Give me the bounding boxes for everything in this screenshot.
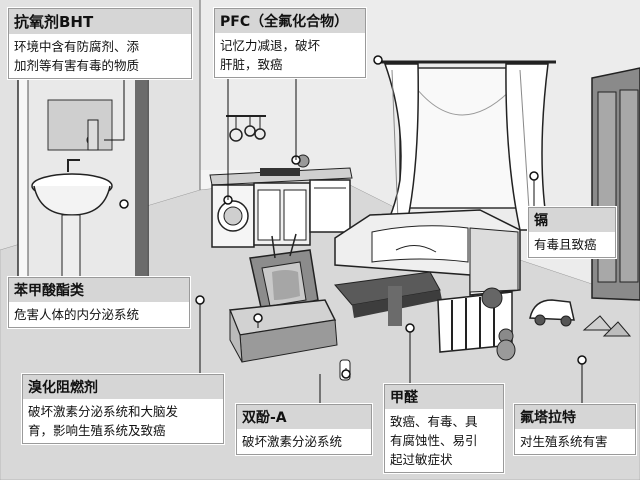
- callout-description: 破坏激素分泌系统: [242, 434, 343, 449]
- callout-formaldehyde: 甲醛 致癌、有毒、具 有腐蚀性、易引 起过敏症状: [384, 384, 504, 473]
- callout-title: 溴化阻燃剂: [23, 375, 223, 399]
- callout-title: PFC（全氟化合物）: [215, 9, 365, 33]
- callout-phthalate: 氟塔拉特 对生殖系统有害: [514, 404, 636, 455]
- callout-title: 苯甲酸酯类: [9, 278, 189, 302]
- callout-title: 抗氧剂BHT: [9, 9, 191, 34]
- callout-description: 有毒且致癌: [534, 237, 597, 252]
- callout-description: 破坏激素分泌系统和大脑发 育，影响生殖系统及致癌: [28, 404, 179, 438]
- callout-title: 镉: [529, 208, 615, 232]
- callout-description: 对生殖系统有害: [520, 434, 608, 449]
- callout-benzoate: 苯甲酸酯类 危害人体的内分泌系统: [8, 277, 190, 328]
- callout-cadmium: 镉 有毒且致癌: [528, 207, 616, 258]
- callout-title: 氟塔拉特: [515, 405, 635, 429]
- callout-bht: 抗氧剂BHT 环境中含有防腐剂、添 加剂等有害有毒的物质: [8, 8, 192, 79]
- callout-title: 双酚-A: [237, 405, 371, 429]
- callout-description: 记忆力减退，破坏 肝脏，致癌: [220, 38, 321, 72]
- callout-description: 环境中含有防腐剂、添 加剂等有害有毒的物质: [14, 39, 140, 73]
- callout-title: 甲醛: [385, 385, 503, 409]
- callout-bisphenol-a: 双酚-A 破坏激素分泌系统: [236, 404, 372, 455]
- callout-description: 致癌、有毒、具 有腐蚀性、易引 起过敏症状: [390, 414, 478, 467]
- callout-pfc: PFC（全氟化合物） 记忆力减退，破坏 肝脏，致癌: [214, 8, 366, 78]
- callout-description: 危害人体的内分泌系统: [14, 307, 140, 322]
- callout-brominated-flame-retardant: 溴化阻燃剂 破坏激素分泌系统和大脑发 育，影响生殖系统及致癌: [22, 374, 224, 444]
